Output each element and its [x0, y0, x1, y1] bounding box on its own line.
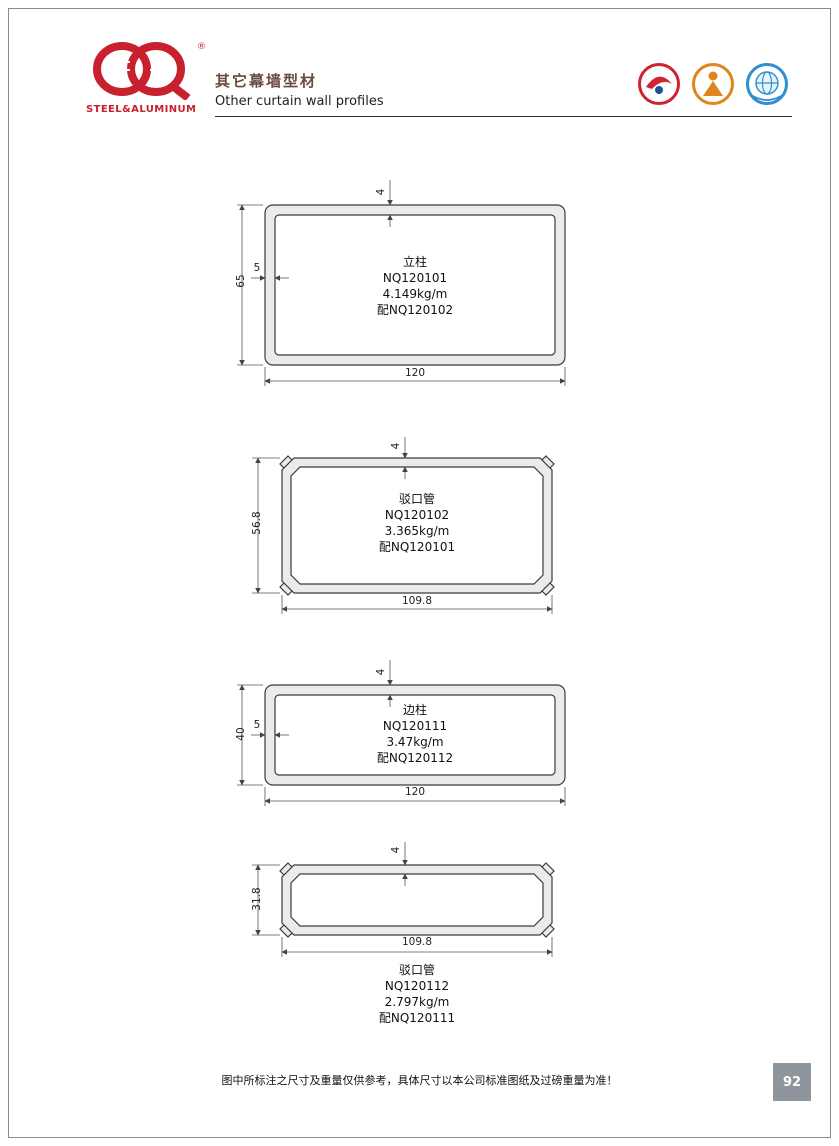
page-title-chinese: 其它幕墙型材 [215, 72, 318, 90]
profile-match: 配NQ120101 [378, 540, 456, 554]
profile-drawing-nq120112: 31.8 4 109.8 驳口管 NQ120112 2.797kg/m 配NQ1… [240, 842, 580, 1042]
red-seal-cert-icon [638, 63, 680, 105]
profile-section-nq120111 [237, 660, 566, 806]
page-title-english: Other curtain wall profiles [215, 94, 384, 109]
dim-side-thickness: 5 [253, 262, 261, 274]
profile-weight: 3.47kg/m [386, 735, 444, 749]
blue-globe-cert-icon [746, 63, 788, 105]
dimension-lines [237, 180, 566, 386]
dim-top-thickness: 4 [375, 668, 387, 676]
profile-code: NQ120112 [384, 979, 450, 993]
dim-top-thickness: 4 [390, 442, 402, 450]
dimension-lines [252, 437, 553, 614]
dim-width: 109.8 [401, 936, 433, 948]
company-logo-icon [93, 42, 191, 100]
profile-section-nq120112 [252, 842, 555, 957]
profile-name: 边柱 [402, 703, 427, 717]
registered-trademark: ® [197, 42, 206, 52]
dim-side-thickness: 5 [253, 719, 261, 731]
profile-weight: 3.365kg/m [384, 524, 450, 538]
profile-weight: 2.797kg/m [384, 995, 450, 1009]
profile-code: NQ120102 [384, 508, 450, 522]
dim-height: 65 [235, 274, 247, 288]
dim-top-thickness: 4 [390, 846, 402, 854]
profile-inner-hole [290, 466, 544, 585]
profile-match: 配NQ120111 [378, 1011, 456, 1025]
profile-name: 驳口管 [398, 492, 435, 506]
profile-inner-hole [290, 873, 544, 927]
dim-width: 109.8 [401, 595, 433, 607]
dim-height: 40 [235, 727, 247, 741]
profile-match: 配NQ120102 [376, 303, 454, 317]
profile-drawing-nq120101: 65 5 4 120 立柱 NQ120101 4.149kg/m 配NQ1201… [225, 178, 585, 393]
profile-drawing-nq120102: 56.8 4 109.8 驳口管 NQ120102 3.365kg/m 配NQ1… [240, 437, 580, 632]
dim-width: 120 [404, 367, 426, 379]
header-divider [215, 116, 792, 117]
dim-top-thickness: 4 [375, 188, 387, 196]
profile-name: 驳口管 [398, 963, 435, 977]
dimension-lines [252, 842, 553, 957]
profile-weight: 4.149kg/m [382, 287, 448, 301]
dim-width: 120 [404, 786, 426, 798]
dim-height: 56.8 [251, 511, 263, 535]
brand-text: STEEL&ALUMINUM [86, 104, 197, 115]
page-number: 92 [773, 1063, 811, 1101]
orange-quality-cert-icon [692, 63, 734, 105]
profile-drawing-nq120111: 40 5 4 120 边柱 NQ120111 3.47kg/m 配NQ12011… [225, 658, 585, 818]
profile-inner-hole [274, 214, 556, 356]
profile-section-nq120101 [237, 180, 566, 386]
dim-height: 31.8 [251, 887, 263, 911]
profile-name: 立柱 [402, 255, 427, 269]
footer-disclaimer: 图中所标注之尺寸及重量仅供参考，具体尺寸以本公司标准图纸及过磅重量为准！ [221, 1074, 618, 1087]
profile-section-nq120102 [252, 437, 555, 614]
dimension-lines [237, 660, 566, 806]
profile-match: 配NQ120112 [376, 751, 454, 765]
profile-code: NQ120111 [382, 719, 448, 733]
profile-code: NQ120101 [382, 271, 448, 285]
